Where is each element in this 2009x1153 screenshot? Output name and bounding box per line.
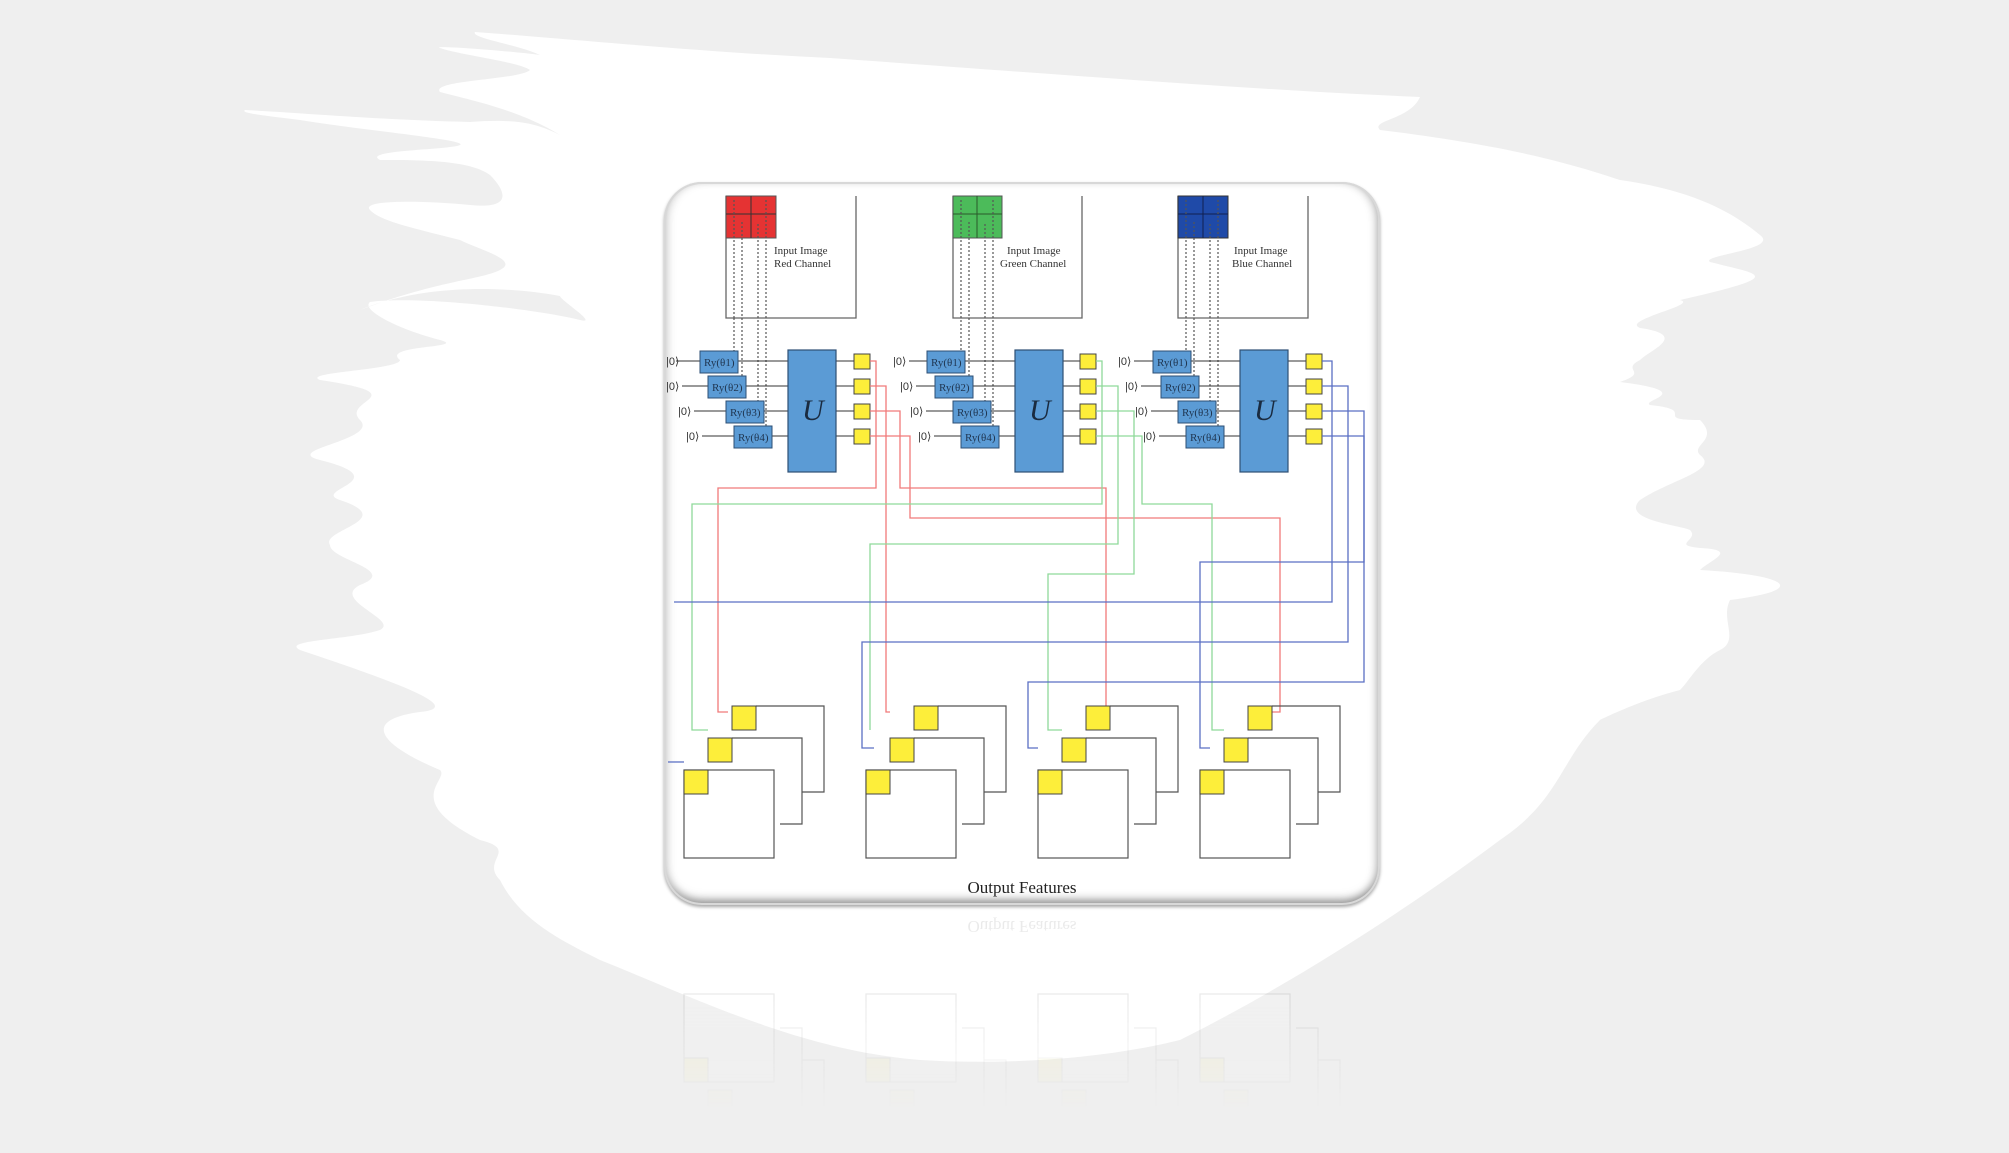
svg-text:Ry(θ4): Ry(θ4) xyxy=(738,432,769,444)
svg-text:Ry(θ2): Ry(θ2) xyxy=(939,382,970,394)
red-channel-label-line2: Red Channel xyxy=(774,258,831,270)
svg-text:Ry(θ2): Ry(θ2) xyxy=(1165,382,1196,394)
svg-text:|0⟩: |0⟩ xyxy=(1118,356,1131,368)
ry-gates xyxy=(699,350,1225,449)
svg-text:|0⟩: |0⟩ xyxy=(1125,381,1138,393)
svg-text:|0⟩: |0⟩ xyxy=(910,406,923,418)
circuit-block-blue xyxy=(1134,360,1306,437)
output-feature-map-2 xyxy=(865,705,1007,859)
svg-text:Ry(θ3): Ry(θ3) xyxy=(1182,407,1213,419)
diagram-card: Input Image Red Channel Input Image Gree… xyxy=(664,182,1380,905)
output-features-caption: Output Features xyxy=(967,878,1077,897)
reflected-feature-maps xyxy=(683,993,1341,1110)
svg-text:Ry(θ1): Ry(θ1) xyxy=(704,357,735,369)
green-channel-label-line2: Green Channel xyxy=(1000,258,1066,270)
output-feature-map-4 xyxy=(1199,705,1341,859)
unitary-labels: U U U xyxy=(802,394,1278,427)
output-feature-map-3 xyxy=(1037,705,1179,859)
svg-text:Ry(θ1): Ry(θ1) xyxy=(931,357,962,369)
input-image-blue xyxy=(1177,195,1309,319)
output-feature-map-1 xyxy=(683,705,825,859)
pixel-encoding-dotted-lines xyxy=(733,200,1219,437)
blue-channel-label-line2: Blue Channel xyxy=(1232,258,1292,270)
initial-state-labels: |0⟩ |0⟩ |0⟩ |0⟩ |0⟩ |0⟩ |0⟩ |0⟩ |0⟩ |0⟩ … xyxy=(666,356,1156,443)
reflected-caption: Output Features xyxy=(967,917,1077,936)
unitary-blocks xyxy=(787,349,1289,473)
svg-text:Ry(θ4): Ry(θ4) xyxy=(965,432,996,444)
ry-gate-labels: Ry(θ1) Ry(θ2) Ry(θ3) Ry(θ4) Ry(θ1) Ry(θ2… xyxy=(704,357,1221,444)
input-image-red xyxy=(725,195,857,319)
svg-text:Ry(θ1): Ry(θ1) xyxy=(1157,357,1188,369)
blue-channel-wires xyxy=(668,360,1365,763)
svg-text:|0⟩: |0⟩ xyxy=(686,431,699,443)
svg-text:|0⟩: |0⟩ xyxy=(666,381,679,393)
svg-text:Ry(θ3): Ry(θ3) xyxy=(957,407,988,419)
svg-text:|0⟩: |0⟩ xyxy=(893,356,906,368)
measurement-boxes xyxy=(853,353,1323,445)
input-image-green xyxy=(952,195,1083,319)
svg-text:|0⟩: |0⟩ xyxy=(666,356,679,368)
circuit-block-red xyxy=(676,360,854,437)
svg-text:Ry(θ4): Ry(θ4) xyxy=(1190,432,1221,444)
green-channel-wires xyxy=(691,360,1224,731)
green-channel-label-line1: Input Image xyxy=(1007,245,1061,257)
svg-text:Ry(θ3): Ry(θ3) xyxy=(730,407,761,419)
card-reflection: Output Features xyxy=(664,910,1380,1110)
svg-text:|0⟩: |0⟩ xyxy=(1143,431,1156,443)
svg-text:Ry(θ2): Ry(θ2) xyxy=(712,382,743,394)
svg-text:|0⟩: |0⟩ xyxy=(918,431,931,443)
svg-text:U: U xyxy=(1029,394,1053,427)
red-channel-label-line1: Input Image xyxy=(774,245,828,257)
svg-text:U: U xyxy=(802,394,826,427)
svg-text:|0⟩: |0⟩ xyxy=(900,381,913,393)
circuit-block-green xyxy=(909,360,1080,437)
blue-channel-label-line1: Input Image xyxy=(1234,245,1288,257)
svg-text:|0⟩: |0⟩ xyxy=(1135,406,1148,418)
svg-text:U: U xyxy=(1254,394,1278,427)
quanvolution-diagram: Input Image Red Channel Input Image Gree… xyxy=(666,195,1365,859)
svg-text:|0⟩: |0⟩ xyxy=(678,406,691,418)
